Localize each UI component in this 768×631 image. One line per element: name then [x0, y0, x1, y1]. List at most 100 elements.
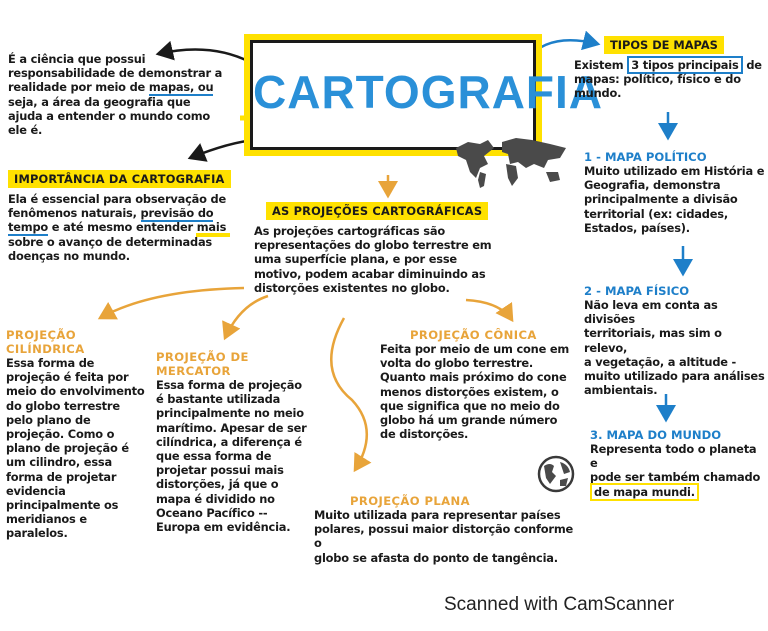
- tipos-highlight: 3 tipos principais: [627, 56, 743, 74]
- plana-line: polares, possui maior distorção conforme…: [314, 522, 574, 551]
- politico-line: territorial (ex: cidades,: [584, 206, 728, 221]
- cilindrica-line: principalmente os: [6, 498, 119, 513]
- cilindrica-line: meio do envolvimento: [6, 384, 145, 399]
- intro-text: É a ciência que possui responsabilidade …: [8, 52, 248, 137]
- mercator-section: Projeção de Mercator Essa forma de proje…: [156, 350, 316, 534]
- importancia-highlight: tempo: [8, 220, 49, 237]
- cilindrica-line: forma de projetar: [6, 469, 117, 484]
- fisico-heading: 2 - Mapa físico: [584, 284, 690, 298]
- plana-line: Muito utilizada para representar países: [314, 508, 561, 522]
- title-block: Cartografia: [250, 40, 604, 150]
- politico-text: Muito utilizado em História e Geografia,…: [584, 164, 766, 235]
- conica-line: globo há um grande número: [380, 413, 558, 428]
- conica-heading: Projeção cônica: [410, 328, 537, 342]
- fisico-line: ambientais.: [584, 383, 658, 398]
- conica-line: Quanto mais próximo do cone: [380, 370, 567, 385]
- intro-line: ele é.: [8, 123, 43, 138]
- projecoes-line: As projeções cartográficas são: [254, 224, 445, 238]
- mundo-heading: 3. Mapa do mundo: [590, 428, 722, 442]
- tipos-section: Tipos de mapas Existem 3 tipos principai…: [574, 34, 764, 101]
- plana-section: Projeção plana Muito utilizada para repr…: [314, 494, 584, 565]
- projecoes-line: uma superfície plana, e por esse: [254, 252, 457, 267]
- world-map-icon: [454, 134, 570, 190]
- page-title: Cartografia: [253, 66, 604, 118]
- projecoes-section: As projeções cartográficas As projeções …: [248, 200, 498, 295]
- fisico-text: Não leva em conta as divisões territoria…: [584, 298, 766, 397]
- mundo-line: pode ser também chamado: [590, 470, 761, 485]
- fisico-section: 2 - Mapa físico Não leva em conta as div…: [584, 284, 766, 397]
- cilindrica-line: do globo terrestre: [6, 398, 120, 413]
- mundo-line: de mapa mundi.: [590, 482, 766, 501]
- cilindrica-line: projeção é feita por: [6, 370, 129, 385]
- fisico-line: territoriais, mas sim o relevo,: [584, 326, 722, 355]
- cilindrica-section: Projeção cilíndrica Essa forma deprojeçã…: [6, 328, 156, 541]
- cilindrica-line: Essa forma de: [6, 356, 95, 370]
- mercator-line: mapa é dividido no: [156, 491, 275, 506]
- intro-line: responsabilidade de demonstrar a: [8, 66, 223, 81]
- fisico-line: muito utilizado para análises: [584, 369, 765, 384]
- importancia-line: doenças no mundo.: [8, 248, 130, 263]
- projecoes-text: As projeções cartográficas são represent…: [254, 224, 498, 295]
- cilindrica-line: plano de projeção é: [6, 441, 129, 456]
- projecoes-line: representações do globo terrestre em: [254, 238, 492, 253]
- importancia-line: sobre o avanço de determinadas: [8, 234, 213, 249]
- conica-line: de distorções.: [380, 427, 469, 442]
- mercator-line: Oceano Pacífico --: [156, 505, 268, 520]
- importancia-line: Ela é essencial para observação de: [8, 192, 226, 206]
- importancia-heading: Importância da Cartografia: [8, 170, 231, 188]
- mercator-line: principalmente no meio: [156, 406, 304, 421]
- tipos-heading: Tipos de mapas: [604, 36, 724, 54]
- mercator-line: é bastante utilizada: [156, 392, 281, 407]
- globe-icon: [536, 454, 576, 494]
- conica-line: menos distorções existem, o: [380, 384, 559, 399]
- scanner-watermark: Scanned with CamScanner: [444, 594, 675, 615]
- politico-section: 1 - Mapa político Muito utilizado em His…: [584, 150, 766, 235]
- conica-line: que significa que no meio do: [380, 398, 560, 413]
- mercator-line: Essa forma de projeção: [156, 378, 302, 392]
- projecoes-line: motivo, podem acabar diminuindo as: [254, 266, 486, 281]
- mercator-line: Europa em evidência.: [156, 520, 291, 535]
- tipos-text: Existem 3 tipos principais de mapas: pol…: [574, 56, 764, 101]
- projecoes-line: distorções existentes no globo.: [254, 280, 450, 295]
- projecoes-heading: As projeções cartográficas: [266, 202, 489, 220]
- mercator-line: projetar possui mais: [156, 463, 284, 478]
- importancia-text-span: e até mesmo entender mais: [48, 220, 227, 235]
- importancia-highlight: previsão do: [140, 206, 214, 223]
- importancia-section: Importância da Cartografia Ela é essenci…: [8, 168, 248, 263]
- importancia-text: Ela é essencial para observação de fenôm…: [8, 192, 248, 263]
- intro-text-span: realidade por meio de: [8, 80, 149, 95]
- cilindrica-line: paralelos.: [6, 526, 68, 541]
- conica-section: Projeção cônica Feita por meio de um con…: [380, 328, 570, 441]
- mercator-heading: Projeção de Mercator: [156, 350, 249, 378]
- mundo-highlight: de mapa mundi.: [590, 482, 699, 501]
- plana-heading: Projeção plana: [350, 494, 471, 508]
- tipos-line: Existem 3 tipos principais de: [574, 56, 764, 74]
- politico-line: principalmente a divisão: [584, 192, 738, 207]
- mercator-line: que essa forma de: [156, 449, 272, 464]
- importancia-line: tempo e até mesmo entender mais: [8, 220, 248, 237]
- politico-heading: 1 - Mapa político: [584, 150, 707, 164]
- plana-line: globo se afasta do ponto de tangência.: [314, 550, 558, 565]
- cilindrica-line: pelo plano de: [6, 412, 91, 427]
- conica-line: Feita por meio de um cone em: [380, 342, 570, 356]
- cilindrica-line: meridianos e: [6, 512, 87, 527]
- mercator-line: cilíndrica, a diferença é: [156, 434, 302, 449]
- fisico-line: Não leva em conta as divisões: [584, 298, 718, 327]
- conica-line: volta do globo terrestre.: [380, 356, 534, 371]
- cilindrica-heading: Projeção cilíndrica: [6, 328, 85, 356]
- mundo-line: Representa todo o planeta e: [590, 442, 757, 471]
- fisico-line: a vegetação, a altitude -: [584, 354, 737, 369]
- intro-line: realidade por meio de mapas, ou: [8, 80, 248, 97]
- cilindrica-line: evidencia: [6, 483, 66, 498]
- mundo-section: 3. Mapa do mundo Representa todo o plane…: [590, 428, 766, 501]
- mundo-text: Representa todo o planeta e pode ser tam…: [590, 442, 766, 501]
- mercator-line: distorções, já que o: [156, 477, 279, 492]
- tipos-line: mundo.: [574, 86, 622, 101]
- importancia-text-span: fenômenos naturais,: [8, 206, 141, 221]
- politico-line: Muito utilizado em História e: [584, 164, 765, 178]
- intro-highlight-mapas: mapas, ou: [148, 80, 214, 97]
- tipos-text-span: Existem: [574, 58, 628, 72]
